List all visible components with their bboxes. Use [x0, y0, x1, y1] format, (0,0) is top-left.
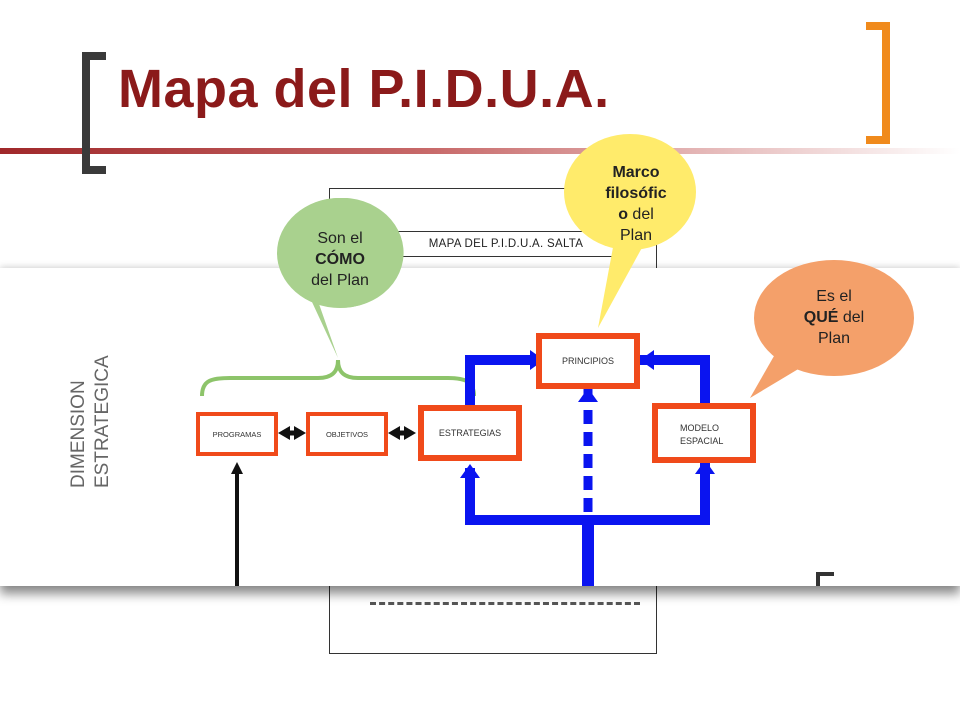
back-document-dashed-line: [370, 602, 640, 608]
left-bracket-decoration: [82, 52, 106, 174]
svg-text:OBJETIVOS: OBJETIVOS: [326, 430, 368, 439]
callout-como-text: Son el CÓMO del Plan: [311, 230, 369, 289]
svg-text:ESTRATEGICA: ESTRATEGICA: [92, 355, 113, 488]
svg-text:DIMENSION: DIMENSION: [68, 380, 89, 488]
callout-que-bubble: [750, 260, 914, 398]
green-brace: [200, 359, 476, 397]
panel-corner-bracket-icon: [816, 572, 834, 586]
svg-text:ESTRATEGIAS: ESTRATEGIAS: [439, 428, 501, 438]
callout-marco-text: Marco filosófic o del Plan: [605, 164, 667, 244]
blue-flow-lines: [465, 355, 710, 586]
map-title-box: MAPA DEL P.I.D.U.A. SALTA: [398, 231, 614, 257]
callout-marco-bubble: [564, 134, 696, 328]
svg-text:PROGRAMAS: PROGRAMAS: [213, 430, 262, 439]
callout-como-bubble: [277, 198, 404, 358]
box-objetivos: OBJETIVOS: [306, 412, 388, 456]
box-estrategias: ESTRATEGIAS: [418, 405, 522, 461]
title-rule: [0, 148, 960, 154]
right-bracket-decoration: [866, 22, 890, 144]
strategic-diagram: DIMENSION ESTRATEGICA: [68, 333, 834, 586]
dimension-estrategica-label: DIMENSION ESTRATEGICA: [68, 355, 113, 488]
box-programas: PROGRAMAS: [196, 412, 278, 456]
black-connectors: [231, 426, 416, 586]
box-principios: PRINCIPIOS: [536, 333, 640, 389]
callout-que-text: Es el QUÉ del Plan: [803, 288, 865, 347]
svg-text:PRINCIPIOS: PRINCIPIOS: [562, 356, 614, 366]
box-modelo-espacial: MODELO ESPACIAL: [652, 403, 756, 463]
svg-text:ESPACIAL: ESPACIAL: [680, 436, 723, 446]
svg-text:MODELO: MODELO: [680, 423, 719, 433]
slide-title: Mapa del P.I.D.U.A.: [118, 59, 610, 119]
